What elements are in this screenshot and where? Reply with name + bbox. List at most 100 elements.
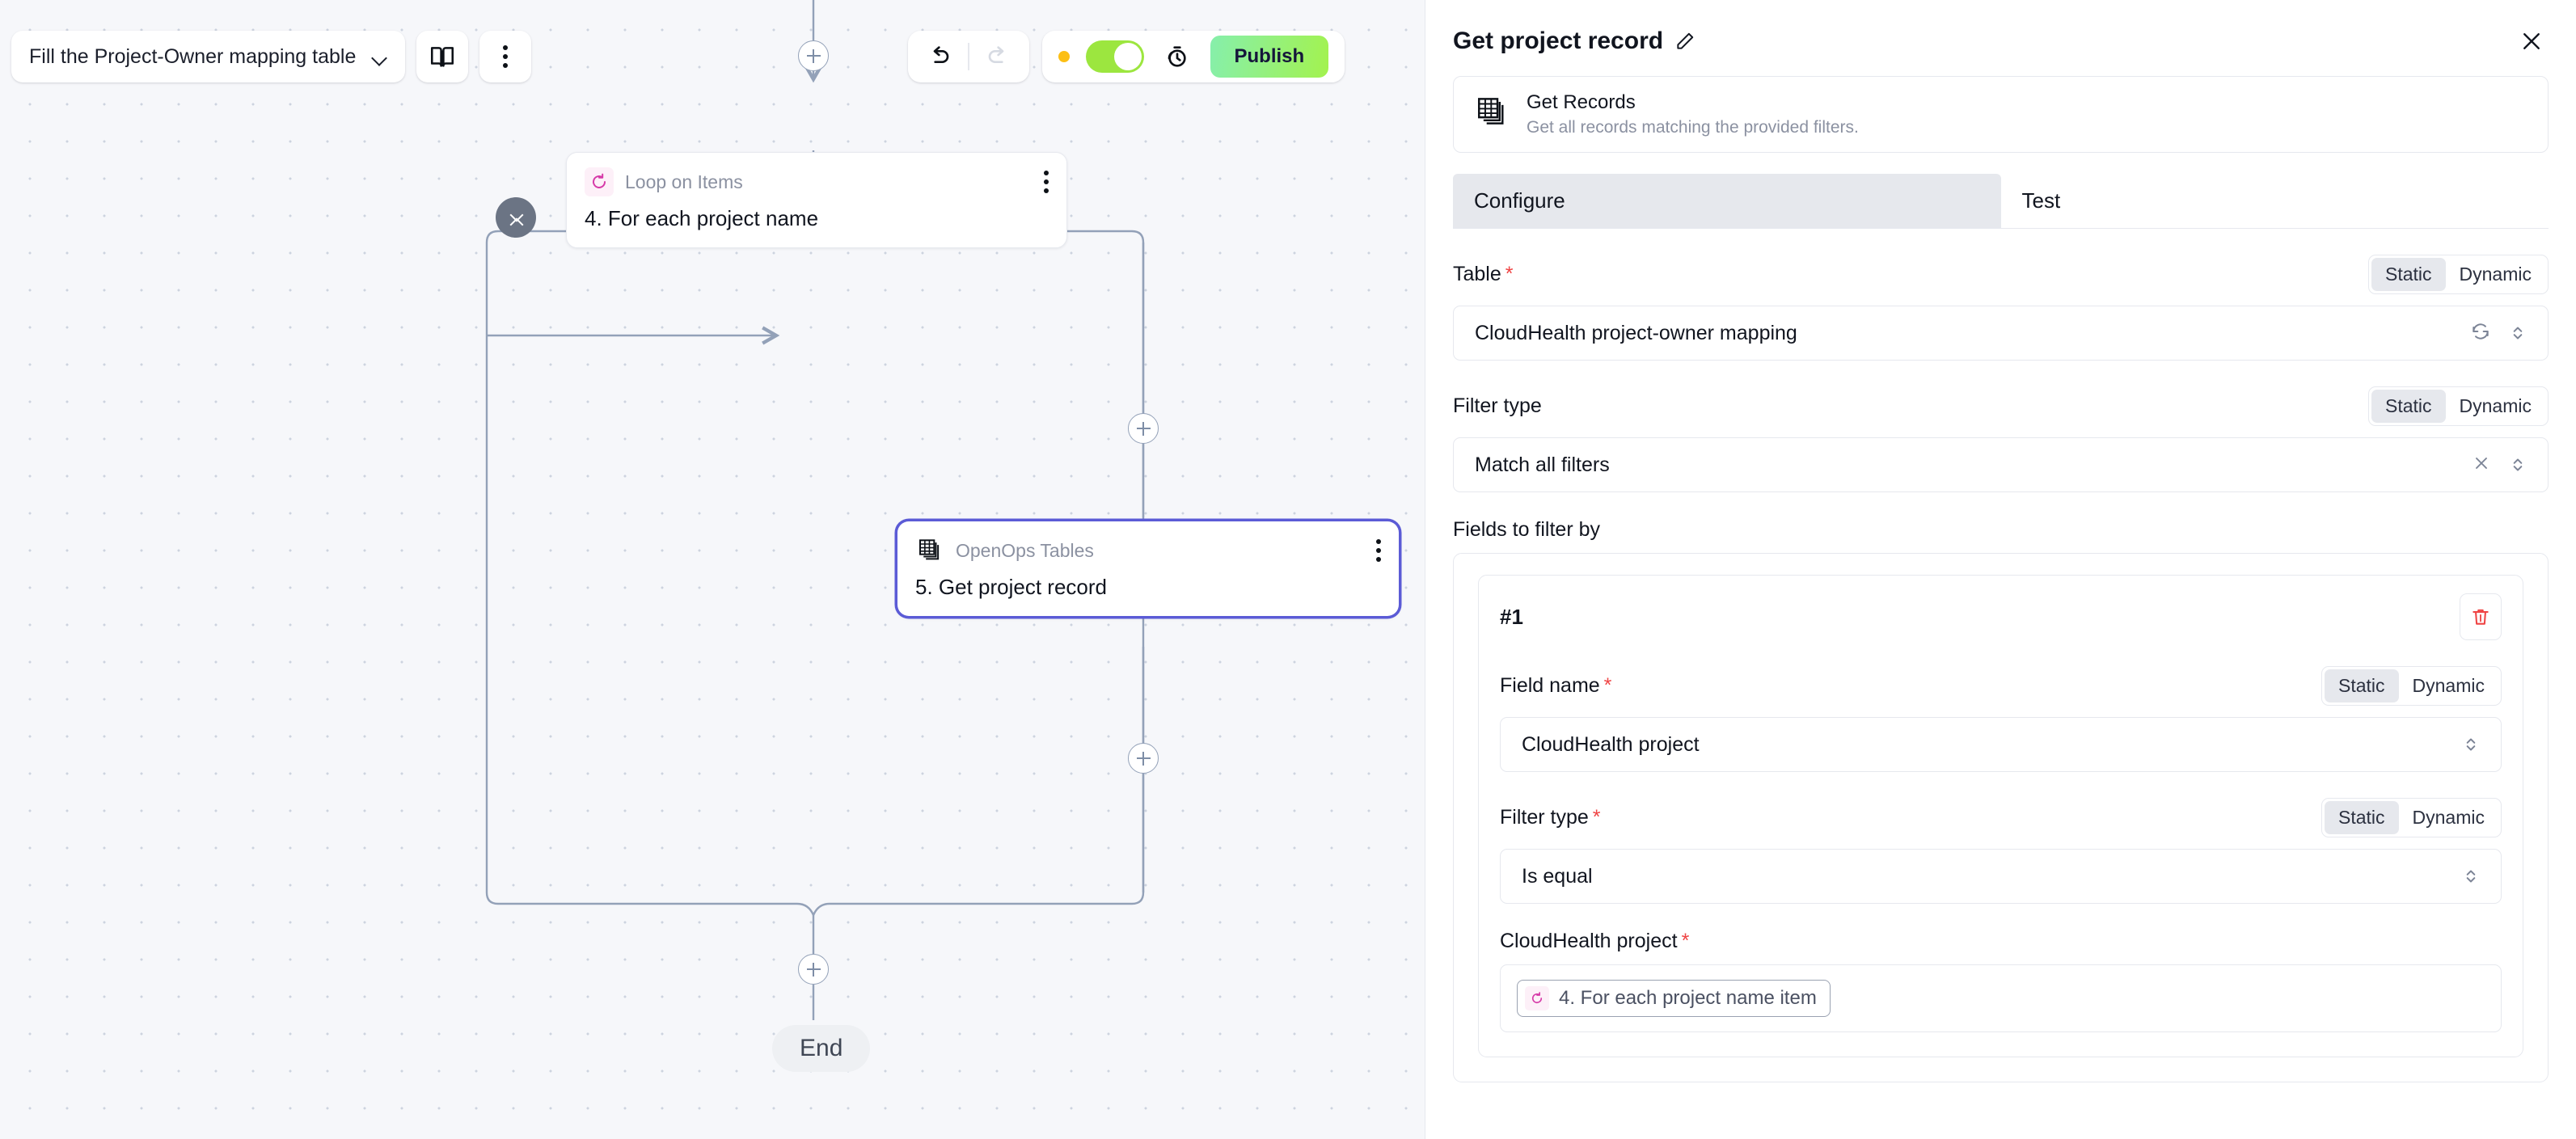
- required-asterisk: *: [1603, 674, 1612, 697]
- node-menu-button[interactable]: [1044, 171, 1049, 193]
- table-mode-toggle[interactable]: Static Dynamic: [2368, 255, 2549, 294]
- add-step-button-end[interactable]: [798, 954, 829, 985]
- delete-filter-button[interactable]: [2460, 593, 2502, 640]
- filters-container: #1 Field name *: [1453, 553, 2549, 1082]
- filter-type-mode-toggle[interactable]: Static Dynamic: [2368, 386, 2549, 426]
- redo-button[interactable]: [981, 40, 1015, 74]
- fields-to-filter-by-label: Fields to filter by: [1453, 518, 1601, 541]
- field-name-select[interactable]: CloudHealth project: [1500, 717, 2502, 772]
- toolbar-divider: [968, 43, 969, 70]
- chevron-up-down-icon: [2462, 866, 2480, 887]
- filter-entry-header: #1: [1500, 593, 2502, 640]
- required-asterisk: *: [1681, 930, 1690, 952]
- entry-filter-type-actions: [2462, 866, 2480, 887]
- node-piece-name: Loop on Items: [625, 171, 743, 192]
- filter-type-field-actions: [2472, 453, 2527, 477]
- refresh-icon[interactable]: [2470, 321, 2491, 346]
- entry-filter-type-mode-static[interactable]: Static: [2325, 801, 2399, 834]
- step-settings-panel: Get project record: [1425, 0, 2576, 1139]
- table-field-actions: [2470, 321, 2527, 346]
- piece-action-description: Get all records matching the provided fi…: [1527, 118, 1859, 137]
- add-step-button-after[interactable]: [1128, 743, 1159, 774]
- table-label: Table: [1453, 263, 1501, 285]
- flow-canvas[interactable]: Fill the Project-Owner mapping table: [0, 0, 1425, 1139]
- flow-node-get-project-record[interactable]: OpenOps Tables 5. Get project record: [897, 521, 1399, 616]
- collapse-loop-button[interactable]: [496, 197, 536, 238]
- filter-entry-1: #1 Field name *: [1478, 575, 2523, 1057]
- piece-summary-texts: Get Records Get all records matching the…: [1527, 91, 1859, 137]
- flow-name-label: Fill the Project-Owner mapping table: [29, 44, 357, 68]
- entry-filter-type-value: Is equal: [1522, 864, 1593, 888]
- tables-icon: [1475, 95, 1509, 133]
- field-name-label: Field name: [1500, 674, 1600, 697]
- piece-summary-card: Get Records Get all records matching the…: [1453, 76, 2549, 153]
- table-value: CloudHealth project-owner mapping: [1475, 321, 1797, 344]
- entry-filter-type-mode-toggle[interactable]: Static Dynamic: [2321, 798, 2502, 837]
- chevron-up-down-icon: [2462, 734, 2480, 755]
- chevron-up-down-icon: [2509, 454, 2527, 475]
- loop-refresh-icon: [1525, 986, 1549, 1010]
- pencil-icon: [1677, 32, 1694, 49]
- field-name-mode-static[interactable]: Static: [2325, 669, 2399, 702]
- field-name-mode-toggle[interactable]: Static Dynamic: [2321, 666, 2502, 706]
- variable-token-label: 4. For each project name item: [1559, 987, 1817, 1009]
- add-step-button-top[interactable]: [798, 40, 829, 71]
- docs-button[interactable]: [416, 31, 469, 82]
- run-history-icon: [1168, 46, 1186, 67]
- filter-entry-number: #1: [1500, 604, 1523, 629]
- chevron-up-down-icon: [2509, 323, 2527, 344]
- table-field-row: Table * Static Dynamic: [1453, 255, 2549, 294]
- tab-test[interactable]: Test: [2021, 188, 2061, 213]
- flow-node-loop[interactable]: Loop on Items 4. For each project name: [566, 152, 1067, 248]
- filter-type-select[interactable]: Match all filters: [1453, 437, 2549, 492]
- clear-x-icon[interactable]: [2472, 453, 2491, 477]
- close-panel-button[interactable]: [2515, 24, 2549, 58]
- filter-type-mode-static[interactable]: Static: [2371, 390, 2446, 423]
- entry-filter-type-select[interactable]: Is equal: [1500, 849, 2502, 904]
- add-step-button-before[interactable]: [1128, 413, 1159, 444]
- field-name-value: CloudHealth project: [1522, 732, 1700, 756]
- collapse-chevrons-icon: [509, 210, 523, 217]
- run-history-button[interactable]: [1160, 40, 1194, 74]
- toggle-knob: [1113, 43, 1142, 70]
- canvas-toolbar-left: Fill the Project-Owner mapping table: [11, 31, 532, 82]
- publish-button[interactable]: Publish: [1210, 36, 1329, 78]
- panel-tabs: Configure Test: [1453, 174, 2549, 229]
- unsaved-changes-indicator: [1058, 51, 1070, 62]
- required-asterisk: *: [1505, 263, 1514, 285]
- piece-action-name: Get Records: [1527, 91, 1636, 113]
- table-mode-static[interactable]: Static: [2371, 258, 2446, 291]
- entry-value-input[interactable]: 4. For each project name item: [1500, 964, 2502, 1032]
- node-menu-button[interactable]: [1376, 539, 1381, 562]
- entry-filter-type-row: Filter type * Static Dynamic: [1500, 798, 2502, 837]
- rename-step-button[interactable]: [1674, 31, 1696, 52]
- flow-more-menu-button[interactable]: [479, 31, 532, 82]
- filter-type-mode-dynamic[interactable]: Dynamic: [2459, 395, 2532, 416]
- entry-value-label: CloudHealth project: [1500, 930, 1678, 952]
- fields-to-filter-by-row: Fields to filter by: [1453, 518, 2549, 542]
- entry-filter-type-mode-dynamic[interactable]: Dynamic: [2412, 807, 2485, 828]
- field-name-actions: [2462, 734, 2480, 755]
- flow-end-node: End: [772, 1025, 871, 1072]
- canvas-toolbar-right: Publish: [908, 31, 1345, 82]
- table-mode-dynamic[interactable]: Dynamic: [2459, 264, 2532, 285]
- filter-type-field-row: Filter type Static Dynamic: [1453, 386, 2549, 426]
- book-icon: [431, 47, 454, 67]
- trash-icon: [2473, 609, 2489, 625]
- flow-name-selector[interactable]: Fill the Project-Owner mapping table: [11, 31, 406, 82]
- redo-icon: [988, 46, 1003, 63]
- tables-icon: [915, 536, 944, 565]
- table-select[interactable]: CloudHealth project-owner mapping: [1453, 306, 2549, 361]
- field-name-mode-dynamic[interactable]: Dynamic: [2412, 675, 2485, 696]
- entry-filter-type-label: Filter type: [1500, 806, 1589, 829]
- node-header: Loop on Items: [585, 167, 1049, 196]
- flow-enabled-toggle[interactable]: [1085, 40, 1144, 73]
- variable-token[interactable]: 4. For each project name item: [1517, 980, 1831, 1017]
- undo-button[interactable]: [923, 40, 956, 74]
- node-header: OpenOps Tables: [915, 536, 1381, 565]
- panel-title: Get project record: [1453, 27, 1664, 54]
- tab-configure[interactable]: Configure: [1453, 174, 2001, 228]
- chevron-down-icon: [372, 53, 387, 61]
- field-name-row: Field name * Static Dynamic: [1500, 666, 2502, 706]
